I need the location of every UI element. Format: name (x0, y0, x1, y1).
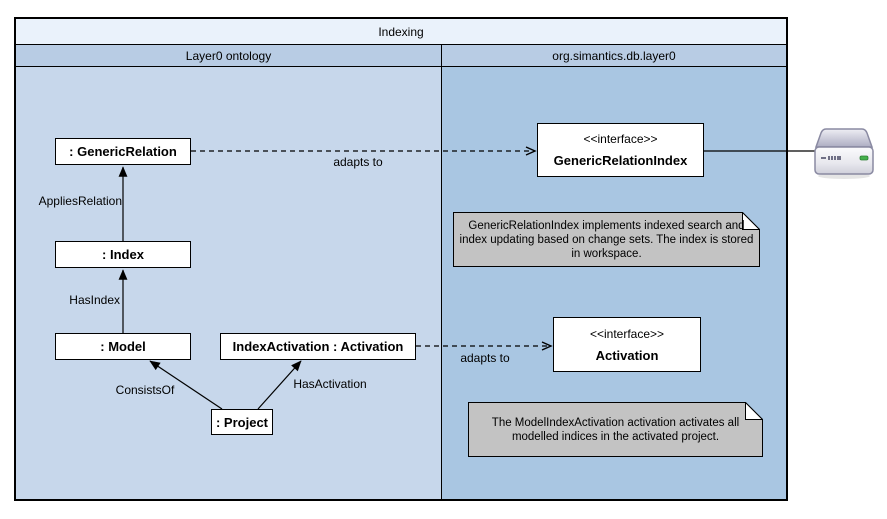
interface-name: GenericRelationIndex (553, 153, 688, 168)
node-label: : Model (100, 339, 146, 354)
edge-label-adapts-to-generic: adapts to (333, 155, 383, 169)
note-shape (453, 212, 760, 267)
column-header-org-simantics-db-layer0: org.simantics.db.layer0 (442, 45, 786, 66)
uml-interface-generic-relation-index: <<interface>> GenericRelationIndex (537, 123, 704, 177)
note-activation: The ModelIndexActivation activation acti… (468, 402, 763, 457)
node-label: IndexActivation : Activation (232, 339, 404, 354)
column-header-row: Layer0 ontology org.simantics.db.layer0 (16, 45, 786, 67)
interface-name: Activation (595, 347, 659, 363)
interface-stereotype: <<interface>> (583, 132, 658, 146)
node-label: : GenericRelation (69, 144, 177, 159)
uml-object-model: : Model (55, 333, 191, 360)
hard-drive-icon (814, 128, 874, 179)
frame-title-bar: Indexing (16, 19, 786, 45)
edge-label-applies-relation: AppliesRelation (38, 194, 122, 208)
node-label: : Project (215, 414, 268, 430)
edge-label-adapts-to-activation: adapts to (460, 351, 510, 365)
uml-object-generic-relation: : GenericRelation (55, 138, 191, 165)
column-header-label: org.simantics.db.layer0 (552, 48, 676, 63)
column-header-label: Layer0 ontology (185, 48, 272, 63)
note-text: The ModelIndexActivation activation acti… (491, 416, 740, 443)
note-shape (468, 402, 763, 457)
uml-interface-activation: <<interface>> Activation (553, 317, 701, 372)
frame-title: Indexing (378, 24, 424, 39)
uml-object-index-activation: IndexActivation : Activation (220, 333, 416, 360)
note-text: GenericRelationIndex implements indexed … (459, 219, 754, 260)
interface-stereotype: <<interface>> (589, 326, 665, 341)
node-label: : Index (102, 247, 144, 262)
uml-object-index: : Index (55, 241, 191, 268)
note-generic-relation-index: GenericRelationIndex implements indexed … (453, 212, 760, 267)
edge-label-has-activation: HasActivation (293, 377, 367, 391)
edge-label-has-index: HasIndex (69, 293, 120, 307)
column-header-layer0-ontology: Layer0 ontology (16, 45, 442, 66)
uml-object-project: : Project (211, 409, 273, 435)
edge-label-consists-of: ConsistsOf (115, 383, 175, 397)
